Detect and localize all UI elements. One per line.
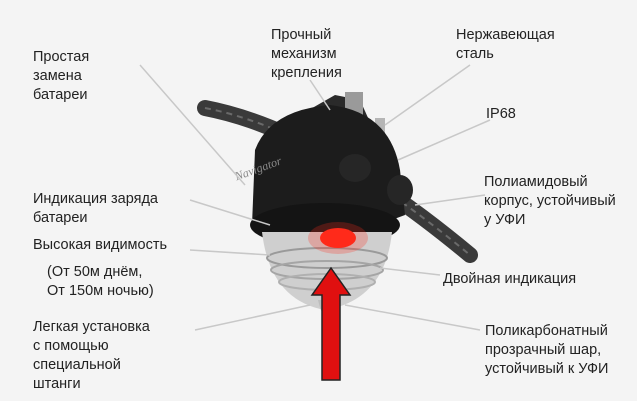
- label-polyamide: Полиамидовый корпус, устойчивый у УФИ: [484, 174, 616, 228]
- polycarbonate-dome: [262, 232, 392, 310]
- label-mount: Прочный механизм крепления: [271, 27, 342, 81]
- pointer-lines: [139, 64, 491, 331]
- label-install: Легкая установка с помощью специальной ш…: [33, 319, 150, 392]
- led-indicator: [320, 228, 356, 248]
- label-battery-replace: Простая замена батареи: [33, 49, 90, 103]
- label-polycarbonate: Поликарбонатный прозрачный шар, устойчив…: [485, 323, 609, 377]
- label-charge: Индикация заряда батареи: [33, 191, 158, 226]
- label-dual: Двойная индикация: [443, 271, 577, 287]
- label-visibility: Высокая видимость: [33, 237, 168, 253]
- label-ip68: IP68: [486, 106, 516, 122]
- label-visibility-range: (От 50м днём, От 150м ночью): [47, 264, 154, 299]
- side-knob: [339, 154, 371, 182]
- device-body: [252, 105, 405, 233]
- red-arrow: [310, 266, 352, 381]
- label-stainless: Нержавеющая сталь: [456, 27, 555, 62]
